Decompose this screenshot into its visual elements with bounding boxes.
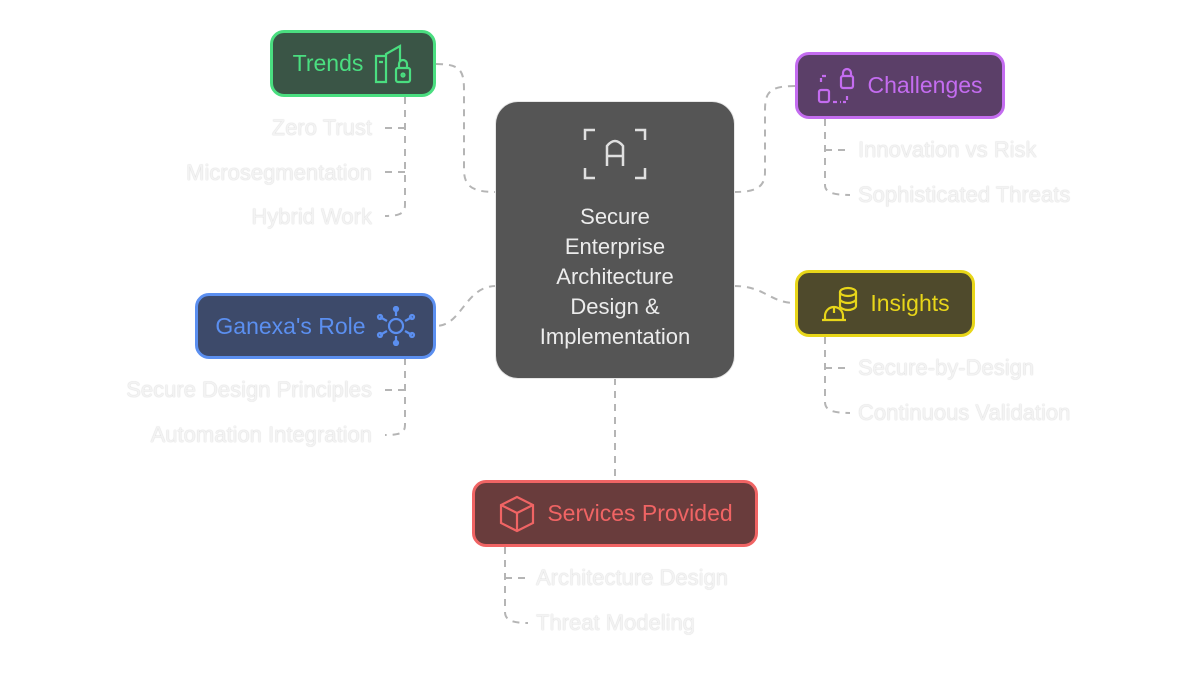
leaf-zero-trust: Zero Trust <box>271 115 372 140</box>
branch-label: Insights <box>870 290 950 316</box>
leaf-threat-modeling: Threat Modeling <box>536 610 695 635</box>
leaf-secure-design-principles: Secure Design Principles <box>126 377 372 402</box>
branch-insights[interactable]: Insights <box>795 270 975 337</box>
leaf-microsegmentation: Microsegmentation <box>186 160 372 185</box>
branch-challenges[interactable]: Challenges <box>795 52 1005 119</box>
box-icon <box>497 494 537 534</box>
leaf-sophisticated-threats: Sophisticated Threats <box>858 182 1071 207</box>
branch-label: Ganexa's Role <box>215 312 366 339</box>
gear-network-icon <box>376 306 416 346</box>
leaf-hybrid-work: Hybrid Work <box>251 204 372 229</box>
branch-trends[interactable]: Trends <box>270 30 436 97</box>
branch-label: Challenges <box>867 72 983 98</box>
central-title-line: Secure <box>580 204 650 229</box>
letter-a-frame-icon <box>583 128 647 188</box>
leaf-architecture-design: Architecture Design <box>536 565 728 590</box>
central-title-line: Design & <box>570 294 660 319</box>
central-topic[interactable]: Secure Enterprise Architecture Design & … <box>496 102 734 378</box>
leaf-secure-by-design: Secure-by-Design <box>858 355 1035 380</box>
dashed-lock-icon <box>817 66 857 106</box>
central-title-line: Architecture <box>556 264 674 289</box>
leaf-continuous-validation: Continuous Validation <box>858 400 1071 425</box>
leaf-automation-integration: Automation Integration <box>150 422 372 447</box>
central-title-line: Enterprise <box>564 234 666 259</box>
branch-ganexas-role[interactable]: Ganexa's Role <box>195 293 436 359</box>
branch-services-provided[interactable]: Services Provided <box>472 480 758 547</box>
branch-label: Trends <box>292 50 364 76</box>
branch-label: Services Provided <box>547 500 733 526</box>
hardhat-database-icon <box>820 284 860 324</box>
buildings-lock-icon <box>373 43 413 84</box>
leaf-innovation-vs-risk: Innovation vs Risk <box>858 137 1037 162</box>
central-title-line: Implementation <box>539 324 691 349</box>
